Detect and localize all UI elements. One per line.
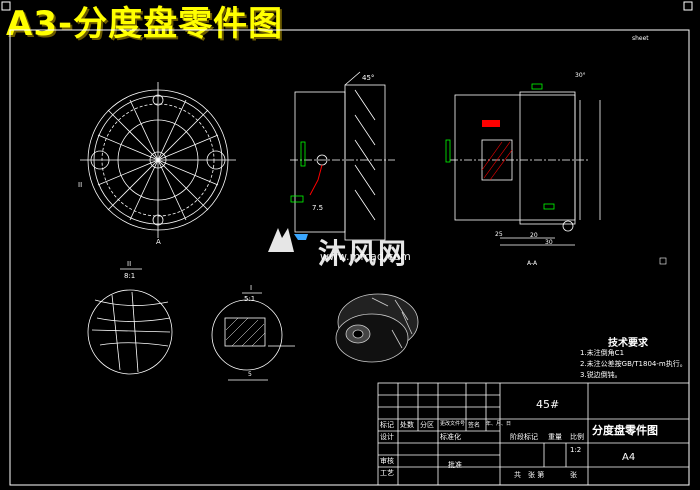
section-view-label: A-A [527,260,538,267]
detail-1-hatch [225,317,266,347]
row-label-review: 审核 [380,457,394,465]
sheet-unit: 张 [570,471,577,479]
detail-1-label: I [250,284,252,292]
row-label-weight: 重量 [548,433,562,441]
drawing-title-banner: A3-分度盘零件图 [6,4,284,44]
section-view-hatch [481,141,513,181]
tech-note-3: 3.锐边倒钝。 [580,371,622,379]
row-label-approve: 批准 [448,461,462,469]
tech-note-1: 1.未注倒角C1 [580,349,625,357]
watermark-brand: 沐风网 [318,237,409,270]
detail-2-scale: 8:1 [124,272,135,280]
row-label-mark: 标记 [380,421,394,429]
tech-notes-heading: 技术要求 [608,338,648,349]
detail-2-view [87,289,173,375]
sheets-total: 共 [514,471,521,479]
detail-2-label: II [127,260,131,268]
side-view-green-tag [290,195,304,203]
row-label-stage: 阶段标记 [510,433,538,441]
row-label-standardize: 标准化 [440,433,461,441]
front-view-detail-marker: II [78,181,82,189]
front-view-a-marker: A [156,238,161,246]
tech-note-2: 2.未注公差按GB/T1804-m执行。 [580,360,687,368]
isometric-view [335,293,419,363]
title-block-side-rule [659,257,667,265]
side-view-red-leader [309,164,323,196]
frame-corner-right [683,1,693,11]
title-sheet-size: A4 [622,452,636,463]
side-view-angle-label: 45° [362,74,374,82]
sheet-number: 张 第 [528,471,545,479]
corner-roughness-mark: sheet [632,35,649,42]
section-view-dim-20: 20 [530,232,538,239]
side-view-dim-7-5: 7.5 [312,204,323,212]
row-label-signature: 签名 [468,422,481,429]
section-view-red-callout [482,120,500,127]
row-label-design: 设计 [380,433,394,441]
section-view-dim-30: 30 [545,239,553,246]
section-view [450,91,601,246]
section-view-dim-25: 25 [495,231,503,238]
front-view [80,82,236,238]
row-label-zone: 分区 [420,421,434,429]
detail-1-scale: 5:1 [244,295,255,303]
section-view-green-tag-top [531,83,543,90]
frame-corner-left [1,1,11,11]
row-label-change-doc: 更改文件号 [440,421,466,427]
title-block-grid [377,382,690,486]
row-label-process: 工艺 [380,469,394,477]
section-view-green-tag-left [445,139,451,163]
drawing-frame [9,29,690,486]
detail-1-view [211,299,295,381]
row-label-date: 年、月、日 [486,421,512,427]
side-view-green-dim [300,141,306,167]
watermark-logo-icon [268,228,308,252]
detail-1-dim: 5 [248,371,252,378]
section-view-green-tag-bottom [543,203,555,210]
row-label-scale: 比例 [570,433,584,441]
watermark-url: www.mfcad.com [320,250,411,263]
title-material: 45# [536,398,560,411]
row-label-count: 处数 [400,421,414,429]
row-value-scale: 1:2 [570,446,582,454]
side-view [290,71,395,241]
section-view-angle: 30° [575,72,586,79]
title-part-name: 分度盘零件图 [592,424,658,437]
